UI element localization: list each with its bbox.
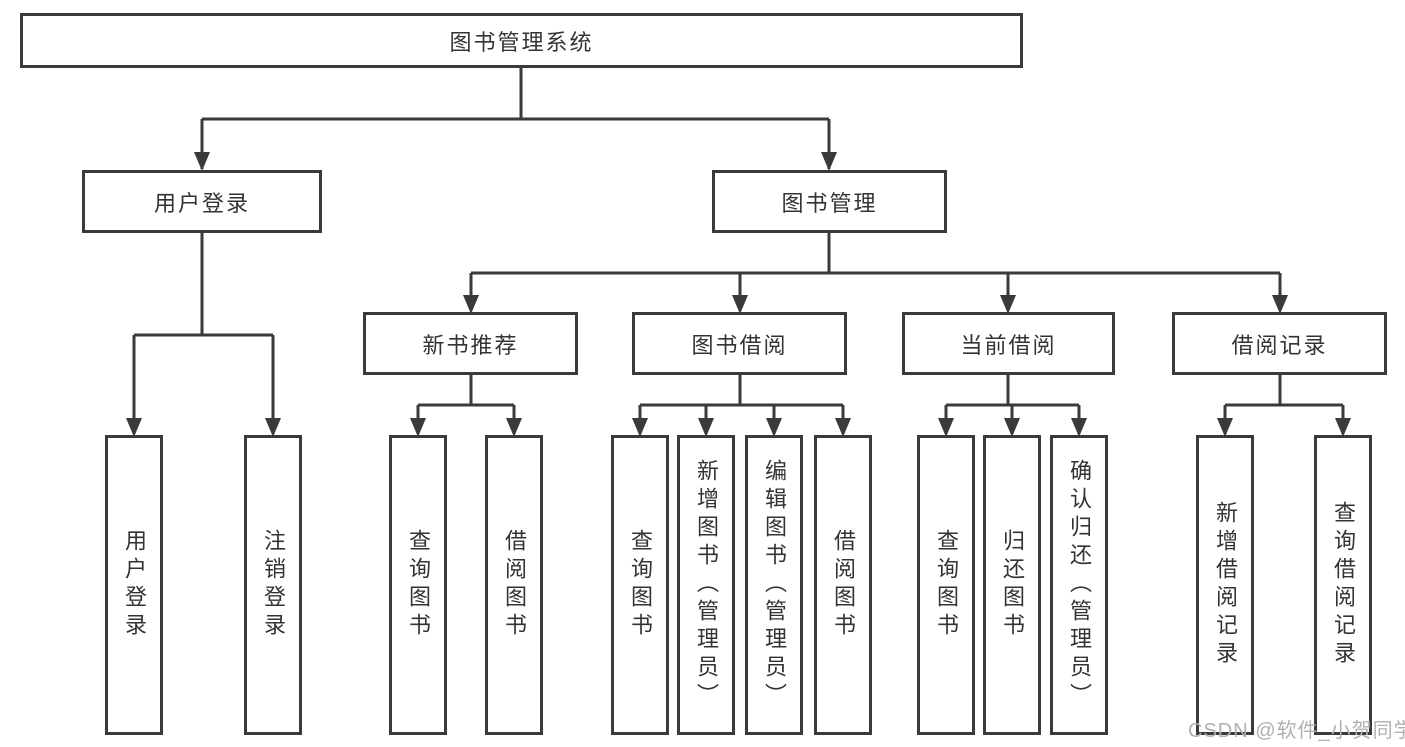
leaf-borrow-book-recommend-label: 借阅图书 [502,529,527,641]
leaf-return-book-label: 归还图书 [1000,529,1025,641]
arrowhead [766,418,782,437]
arrowhead [1335,418,1351,437]
arrowhead [410,418,426,437]
leaf-user-login-label: 用户登录 [122,529,147,641]
arrowhead [194,152,210,171]
csdn-watermark: CSDN @软件_小贺同学 [1188,720,1405,742]
leaf-add-borrow-record: 新增借阅记录 [1196,435,1254,735]
node-book-borrow: 图书借阅 [632,312,847,375]
node-book-management: 图书管理 [712,170,947,233]
arrowhead [835,418,851,437]
arrowhead [506,418,522,437]
arrowhead [732,295,748,314]
leaf-confirm-return-admin: 确认归还（管理员） [1050,435,1108,735]
tree-edges [132,68,1345,434]
leaf-add-book-admin: 新增图书（管理员） [677,435,735,735]
node-user-login-label: 用户登录 [153,190,250,216]
node-root-label: 图书管理系统 [449,29,594,55]
leaf-edit-book-admin-label: 编辑图书（管理员） [762,459,787,711]
leaf-borrow-book-recommend: 借阅图书 [485,435,543,735]
arrowhead [698,418,714,437]
leaf-add-book-admin-label: 新增图书（管理员） [694,459,719,711]
leaf-query-borrow-record: 查询借阅记录 [1314,435,1372,735]
arrowhead [1071,418,1087,437]
leaf-logout-label: 注销登录 [261,529,286,641]
leaf-query-book-borrow: 查询图书 [611,435,669,735]
node-book-management-label: 图书管理 [781,190,878,216]
leaf-logout: 注销登录 [244,435,302,735]
leaf-query-book-current-label: 查询图书 [934,529,959,641]
leaf-query-borrow-record-label: 查询借阅记录 [1331,501,1356,669]
arrowhead [1217,418,1233,437]
leaf-borrow-book: 借阅图书 [814,435,872,735]
arrowhead [821,152,837,171]
node-root: 图书管理系统 [20,13,1023,68]
arrowheads [126,152,1351,437]
node-borrow-record-label: 借阅记录 [1231,332,1328,358]
arrowhead [265,418,281,437]
arrowhead [1272,295,1288,314]
node-borrow-record: 借阅记录 [1172,312,1387,375]
leaf-return-book: 归还图书 [983,435,1041,735]
node-current-borrow: 当前借阅 [902,312,1115,375]
leaf-edit-book-admin: 编辑图书（管理员） [745,435,803,735]
leaf-query-book-recommend-label: 查询图书 [406,529,431,641]
node-current-borrow-label: 当前借阅 [960,332,1057,358]
node-user-login: 用户登录 [82,170,322,233]
leaf-query-book-borrow-label: 查询图书 [628,529,653,641]
arrowhead [1004,418,1020,437]
leaf-confirm-return-admin-label: 确认归还（管理员） [1067,459,1092,711]
leaf-query-book-recommend: 查询图书 [389,435,447,735]
arrowhead [1000,295,1016,314]
arrowhead [463,295,479,314]
arrowhead [632,418,648,437]
arrowhead [938,418,954,437]
leaf-user-login: 用户登录 [105,435,163,735]
leaf-borrow-book-label: 借阅图书 [831,529,856,641]
node-book-borrow-label: 图书借阅 [691,332,788,358]
arrowhead [126,418,142,437]
leaf-query-book-current: 查询图书 [917,435,975,735]
node-new-book-recommend-label: 新书推荐 [422,332,519,358]
leaf-add-borrow-record-label: 新增借阅记录 [1213,501,1238,669]
node-new-book-recommend: 新书推荐 [363,312,578,375]
